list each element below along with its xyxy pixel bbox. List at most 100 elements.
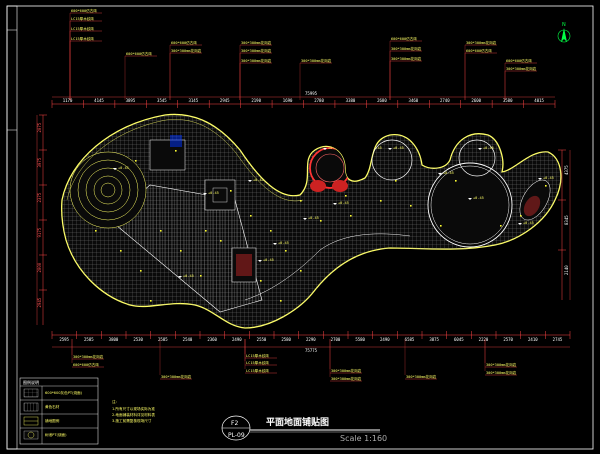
- top-callout-label: 300*300mm花岗岩: [171, 48, 202, 53]
- top-callout-label: 600*600仿古砖: [126, 51, 152, 56]
- bottom-dim-label: 3800: [109, 337, 119, 342]
- bottom-dim-label: 3875: [429, 337, 439, 342]
- elevation-label: +0.45: [183, 274, 194, 278]
- elevation-label: +0.45: [543, 176, 554, 180]
- red-ring-lobe: [309, 147, 351, 192]
- bottom-dim-label: 2530: [133, 337, 143, 342]
- floor-fixture-marker: [520, 215, 522, 217]
- top-callout-label: 300*300mm花岗岩: [301, 58, 332, 63]
- general-notes: 注: 1.所有尺寸以现场实际为准 2.地面铺装材料详见材料表 3.施工前需复核现…: [112, 399, 155, 423]
- bottom-dim-label: 5580: [355, 337, 365, 342]
- elevation-label: +0.45: [308, 216, 319, 220]
- floor-fixture-marker: [320, 220, 322, 222]
- bottom-callout-label: LC15厚木纹砖: [246, 360, 269, 365]
- legend-item-2: 黄色石材: [45, 404, 60, 409]
- bottom-callout-label: 300*300mm花岗岩: [331, 376, 362, 381]
- bottom-callout-label: 300*300mm花岗岩: [331, 368, 362, 373]
- top-callout-label: 300*300mm花岗岩: [241, 48, 272, 53]
- legend-item-4: 树池PT(烧面): [45, 432, 67, 437]
- bottom-dim-label: 2595: [59, 337, 69, 342]
- overall-top-dimension: 75995: [305, 91, 318, 96]
- top-callout-label: 300*300mm花岗岩: [506, 66, 537, 71]
- north-label: N: [562, 22, 566, 28]
- floor-fixture-marker: [380, 200, 382, 202]
- sheet-floor: F2: [231, 420, 238, 427]
- top-dim-label: 3145: [188, 98, 198, 103]
- floor-fixture-marker: [455, 180, 457, 182]
- bottom-dim-label: 2570: [503, 337, 513, 342]
- floor-fixture-marker: [150, 300, 152, 302]
- drawing-scale: Scale 1:160: [340, 434, 387, 443]
- floor-fixture-marker: [140, 270, 142, 272]
- elevation-label: +0.45: [371, 146, 382, 150]
- bottom-dim-label: 2220: [479, 337, 489, 342]
- bottom-callout-label: 300*300mm花岗岩: [73, 354, 104, 359]
- floor-fixture-marker: [350, 215, 352, 217]
- elevation-label: +0.45: [118, 166, 129, 170]
- bottom-callout-label: 600*600仿古砖: [73, 362, 99, 367]
- drawing-title-block: F2 PL-09 平面地面铺贴图 Scale 1:160: [221, 415, 387, 443]
- top-dim-label: 2190: [251, 98, 261, 103]
- top-callout-label: 600*600仿古砖: [391, 36, 417, 41]
- floor-fixture-marker: [120, 250, 122, 252]
- left-dim-label: 2375: [37, 192, 42, 202]
- top-material-callouts: 600*600仿古砖LC15厚木纹砖LC15厚木纹砖LC15厚木纹砖600*60…: [69, 8, 537, 100]
- bottom-dim-label: 2585: [84, 337, 94, 342]
- top-dim-label: 1690: [283, 98, 293, 103]
- bottom-callout-label: LC15厚木纹砖: [246, 353, 269, 358]
- legend-item-3: 铺地图例: [45, 418, 60, 423]
- legend-header: 图例说明: [23, 379, 39, 385]
- lobe-circle-3: [458, 139, 496, 177]
- elevation-symbol: [538, 178, 542, 180]
- top-dim-label: 2780: [314, 98, 324, 103]
- elevation-symbol: [273, 243, 277, 245]
- floor-fixture-marker: [95, 230, 97, 232]
- bottom-material-callouts: 300*300mm花岗岩 600*600仿古砖 LC15厚木纹砖 LC15厚木纹砖 LC…: [71, 339, 517, 382]
- top-dim-label: 4145: [94, 98, 104, 103]
- bottom-dim-label: 2745: [553, 337, 563, 342]
- bottom-callout-label: 300*300mm花岗岩: [406, 374, 437, 379]
- elevation-symbol: [388, 148, 392, 150]
- floor-fixture-marker: [220, 240, 222, 242]
- floor-fixture-marker: [270, 230, 272, 232]
- bottom-dim-label: 6045: [454, 337, 464, 342]
- floor-fixture-marker: [395, 180, 397, 182]
- bottom-dim-label: 2490: [380, 337, 390, 342]
- floor-fixture-marker: [345, 195, 347, 197]
- drawing-title: 平面地面铺贴图: [266, 416, 329, 428]
- left-dim-label: 2945: [37, 297, 42, 307]
- floor-fixture-marker: [410, 205, 412, 207]
- top-callout-label: 600*600仿古砖: [506, 58, 532, 63]
- elevation-symbol: [478, 148, 482, 150]
- bottom-callout-label: LC15厚木纹砖: [246, 368, 269, 373]
- floor-fixture-marker: [260, 280, 262, 282]
- floor-fixture-marker: [205, 230, 207, 232]
- elevation-label: +0.45: [253, 178, 264, 182]
- top-callout-label: LC15厚木纹砖: [71, 36, 94, 41]
- right-dim-label: 4375: [564, 165, 569, 175]
- floor-fixture-marker: [285, 250, 287, 252]
- overall-bottom-dimension: 75775: [305, 348, 318, 353]
- top-dim-label: 2740: [440, 98, 450, 103]
- top-dim-label: 3895: [126, 98, 136, 103]
- bottom-dim-label: 2550: [257, 337, 267, 342]
- top-callout-label: 300*300mm花岗岩: [391, 56, 422, 61]
- floor-fixture-marker: [200, 275, 202, 277]
- sheet-number: PL-09: [228, 432, 245, 439]
- top-callout-label: 300*300mm花岗岩: [391, 46, 422, 51]
- floor-fixture-marker: [440, 225, 442, 227]
- top-dim-label: 3460: [409, 98, 419, 103]
- elevation-label: +0.45: [278, 241, 289, 245]
- note-1: 1.所有尺寸以现场实际为准: [112, 406, 155, 411]
- elevation-symbol: [323, 148, 327, 150]
- floor-fixture-marker: [175, 150, 177, 152]
- left-dim-label: 2000: [37, 262, 42, 272]
- elevation-label: +0.45: [483, 146, 494, 150]
- elevation-symbol: [248, 180, 252, 182]
- floor-fixture-marker: [250, 215, 252, 217]
- top-callout-label: LC15厚木纹砖: [71, 16, 94, 21]
